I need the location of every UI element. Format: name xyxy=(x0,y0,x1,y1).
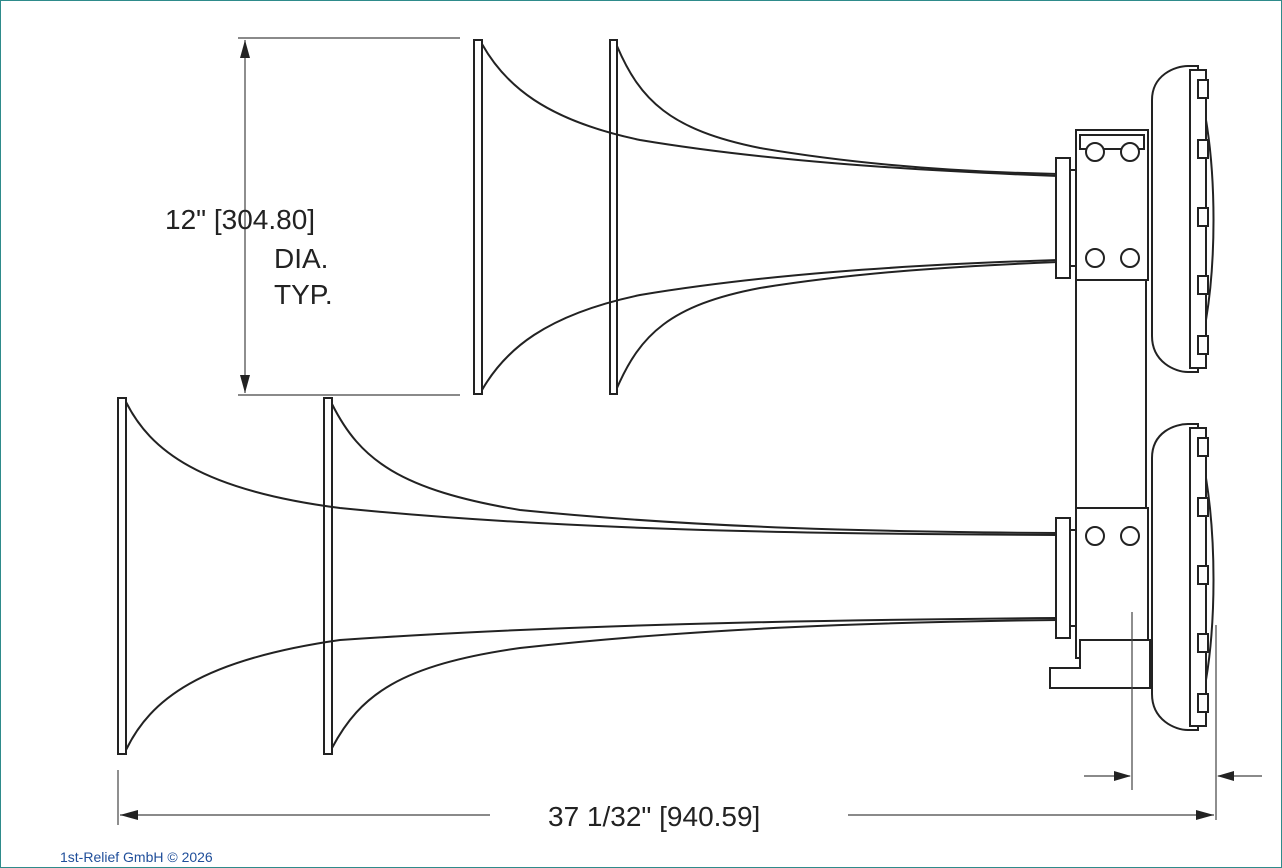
diameter-arrow-bottom xyxy=(240,375,250,393)
lower-small-horn-rim xyxy=(323,397,333,755)
lower-housing-shell xyxy=(1151,423,1199,731)
bracket-foot xyxy=(1049,639,1151,689)
lower-horn-flare-top xyxy=(125,401,1059,536)
upper-housing-bolt-2 xyxy=(1197,139,1209,159)
lower-diaphragm-housing xyxy=(1151,423,1217,820)
lower-housing-bolt-2 xyxy=(1197,497,1209,517)
diameter-dimension: 12" [304.80] DIA. TYP. xyxy=(165,37,460,396)
upper-small-horn-flare-bottom xyxy=(616,261,1059,389)
upper-bolt-3 xyxy=(1085,248,1105,268)
upper-bolt-4 xyxy=(1120,248,1140,268)
diameter-arrow-top xyxy=(240,40,250,58)
lower-housing-bolt-3 xyxy=(1197,565,1209,585)
upper-horn-flare-top xyxy=(481,43,1059,177)
upper-horn-flare-bottom xyxy=(481,259,1059,391)
upper-flange xyxy=(1055,157,1071,279)
lower-small-horn-flare-bottom xyxy=(331,619,1059,749)
copyright-notice: 1st-Relief GmbH © 2026 xyxy=(60,849,213,865)
lower-valve-block xyxy=(1049,507,1151,790)
mount-offset-dimension xyxy=(1084,771,1262,781)
lower-small-horn xyxy=(323,397,1059,755)
lower-housing-bolt-1 xyxy=(1197,437,1209,457)
offset-arrow-left xyxy=(1114,771,1131,781)
mounting-bracket xyxy=(1075,280,1147,520)
upper-housing-bolt-5 xyxy=(1197,335,1209,355)
diameter-value-label: 12" [304.80] xyxy=(165,204,315,235)
lower-horn-bell-rim xyxy=(117,397,127,755)
upper-housing-shell xyxy=(1151,65,1199,373)
upper-small-horn-rim xyxy=(609,39,618,395)
upper-bolt-2 xyxy=(1120,142,1140,162)
diameter-note-dia: DIA. xyxy=(274,243,328,274)
length-arrow-right xyxy=(1196,810,1214,820)
upper-housing-bolt-1 xyxy=(1197,79,1209,99)
upper-horn xyxy=(473,39,1059,395)
lower-housing-bolt-5 xyxy=(1197,693,1209,713)
length-arrow-left xyxy=(120,810,138,820)
lower-horn xyxy=(117,397,1059,755)
upper-housing-bolt-4 xyxy=(1197,275,1209,295)
lower-flange xyxy=(1055,517,1071,639)
lower-bolt-1 xyxy=(1085,526,1105,546)
upper-horn-bell-rim xyxy=(473,39,483,395)
upper-valve-block xyxy=(1055,129,1149,281)
upper-small-horn-flare-top xyxy=(616,45,1059,175)
overall-length-label: 37 1/32" [940.59] xyxy=(548,801,760,832)
lower-bolt-2 xyxy=(1120,526,1140,546)
diameter-note-typ: TYP. xyxy=(274,279,333,310)
upper-housing-bolt-3 xyxy=(1197,207,1209,227)
upper-diaphragm-housing xyxy=(1151,65,1215,373)
lower-housing-dome xyxy=(1205,477,1215,681)
offset-arrow-right xyxy=(1217,771,1234,781)
overall-length-dimension: 37 1/32" [940.59] xyxy=(117,770,1214,832)
lower-horn-flare-bottom xyxy=(125,617,1059,751)
lower-housing-bolt-4 xyxy=(1197,633,1209,653)
upper-small-horn xyxy=(609,39,1059,395)
upper-housing-dome xyxy=(1205,119,1215,321)
lower-small-horn-flare-top xyxy=(331,403,1059,534)
upper-bolt-1 xyxy=(1085,142,1105,162)
